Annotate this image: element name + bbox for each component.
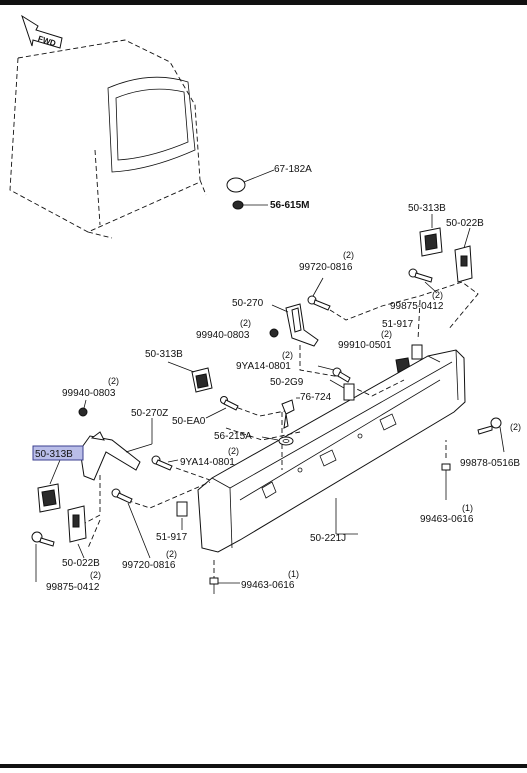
callout-99910[interactable]: 99910-0501 (338, 340, 392, 351)
qty-99910: (2) (381, 329, 392, 339)
cap-part (226, 177, 246, 193)
pad-50-2g9 (343, 383, 355, 401)
callout-99463-right[interactable]: 99463-0616 (420, 514, 474, 525)
callout-50-313b-left-mid[interactable]: 50-313B (145, 349, 183, 360)
qty-99463-right: (1) (462, 503, 473, 513)
callout-99940-upper[interactable]: 99940-0803 (196, 330, 250, 341)
callout-99720-lower[interactable]: 99720-0816 (122, 560, 176, 571)
qty-9ya14-upper: (2) (282, 350, 293, 360)
callout-56-215a[interactable]: 56-215A (214, 431, 252, 442)
qty-99720-lower: (2) (166, 549, 177, 559)
callout-99463-left[interactable]: 99463-0616 (241, 580, 295, 591)
callout-50-2g9[interactable]: 50-2G9 (270, 377, 304, 388)
pad-51-917-left (176, 501, 188, 517)
callout-67-182a[interactable]: 67-182A (274, 164, 312, 175)
callout-50-ea0[interactable]: 50-EA0 (172, 416, 206, 427)
qty-99940-upper: (2) (240, 318, 251, 328)
callout-50-022b-right[interactable]: 50-022B (446, 218, 484, 229)
callout-51-917-right[interactable]: 51-917 (382, 319, 414, 330)
bottom-rule (0, 764, 527, 768)
qty-99463-left: (1) (288, 569, 299, 579)
callout-51-917-left[interactable]: 51-917 (156, 532, 188, 543)
qty-99878: (2) (510, 422, 521, 432)
pad-51-917-right (411, 344, 423, 360)
nut-part (232, 200, 244, 210)
callout-99875-left[interactable]: 99875-0412 (46, 582, 100, 593)
callout-9ya14-left[interactable]: 9YA14-0801 (180, 457, 235, 468)
callout-50-022b-left[interactable]: 50-022B (62, 558, 100, 569)
qty-99875-left: (2) (90, 570, 101, 580)
callout-99875-right[interactable]: 99875-0412 (390, 301, 444, 312)
qty-99940-left: (2) (108, 376, 119, 386)
screw-99875-right (408, 268, 433, 283)
fwd-arrow-icon: FWD (21, 14, 63, 49)
bolt-99463-right (441, 463, 451, 488)
bolt-99720-lower (111, 488, 133, 504)
nut-99940-upper (269, 328, 279, 338)
bolt-99720-upper (307, 295, 331, 311)
bracket-50-270 (285, 303, 319, 347)
screw-9ya14-left (151, 455, 173, 471)
screw-9ya14-upper (332, 367, 351, 383)
callout-50-270z[interactable]: 50-270Z (131, 408, 168, 419)
qty-99875-right: (2) (432, 290, 443, 300)
callout-99940-left[interactable]: 99940-0803 (62, 388, 116, 399)
callout-50-313b-highlighted[interactable]: 50-313B (35, 449, 73, 460)
callout-50-221j[interactable]: 50-221J (310, 533, 346, 544)
bolt-50-ea0 (220, 396, 239, 411)
nut-99940-left (78, 407, 88, 417)
highlight-box (32, 445, 84, 461)
bracket-50-270z (79, 431, 141, 481)
screw-99878 (477, 417, 502, 435)
qty-9ya14-left: (2) (228, 446, 239, 456)
callout-99720-upper[interactable]: 99720-0816 (299, 262, 353, 273)
callout-76-724[interactable]: 76-724 (300, 392, 332, 403)
vehicle-body (9, 39, 207, 239)
callout-9ya14-upper[interactable]: 9YA14-0801 (236, 361, 291, 372)
pin-76-724 (281, 399, 295, 429)
callout-56-615m[interactable]: 56-615M (270, 200, 309, 211)
grommet-56-215a (278, 436, 294, 446)
callout-50-270[interactable]: 50-270 (232, 298, 264, 309)
bumper-50-221j (197, 349, 466, 553)
qty-99720-upper: (2) (343, 250, 354, 260)
top-rule (0, 0, 527, 5)
callout-50-313b-right[interactable]: 50-313B (408, 203, 446, 214)
callout-99878[interactable]: 99878-0516B (460, 458, 520, 469)
bolt-99463-left (209, 577, 219, 594)
screw-99875-left (31, 531, 55, 547)
